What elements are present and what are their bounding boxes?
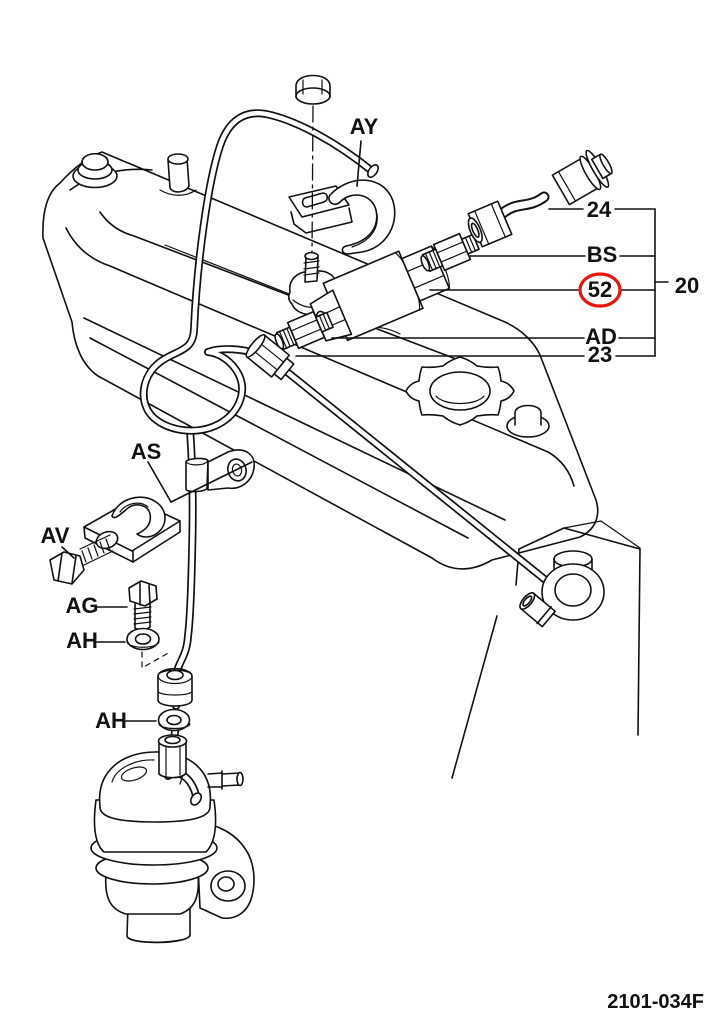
callout-bs: BS [587, 242, 618, 267]
callout-labels: AY 24 BS 52 20 AD 23 AS AV AG AH AH [41, 114, 700, 733]
callout-ad: AD [585, 324, 617, 349]
nipple-bs [420, 232, 480, 273]
pump-inlet-tower [157, 734, 188, 779]
assembly-axis [311, 105, 314, 254]
pump-inlet-barb [207, 770, 244, 790]
callout-av: AV [41, 523, 70, 548]
flare-nut [245, 333, 295, 381]
oil-filler-cap [405, 356, 515, 426]
callout-23: 23 [588, 342, 612, 367]
breather-cap [72, 152, 118, 189]
highlight-circle-52 [578, 272, 622, 308]
callout-ag: AG [66, 593, 99, 618]
banjo-fitting [519, 550, 605, 628]
grommet [157, 667, 193, 707]
port-cylinder [167, 153, 190, 193]
washer-ah-upper [126, 627, 160, 651]
cap-nut [295, 74, 331, 105]
pipe-sleeve [185, 457, 209, 493]
fuel-pipe-loop [139, 109, 379, 435]
callout-ah-upper: AH [66, 628, 98, 653]
fuel-pipe-23 [277, 363, 552, 586]
washer-ah-lower [157, 708, 191, 732]
fuel-hose-24 [467, 149, 613, 248]
breather-plug [506, 404, 550, 438]
leader-lines [61, 140, 669, 722]
clamp-ay [288, 179, 396, 255]
fuel-pump [90, 734, 255, 944]
callout-20: 20 [675, 273, 699, 298]
nipple-ad [274, 310, 334, 351]
callout-ay: AY [350, 114, 379, 139]
bolt-ag [128, 580, 171, 669]
callout-ah-lower: AH [95, 708, 127, 733]
valve-cover [42, 151, 599, 570]
bolt-av [49, 534, 114, 585]
callout-as: AS [131, 439, 162, 464]
callout-24: 24 [587, 197, 612, 222]
callout-52: 52 [588, 277, 612, 302]
pipe-open-end [367, 164, 379, 178]
clamp-as [83, 496, 181, 563]
engine-block [451, 520, 641, 779]
bracket-tab [207, 449, 255, 491]
drawing-number: 2101-034F [607, 991, 704, 1013]
